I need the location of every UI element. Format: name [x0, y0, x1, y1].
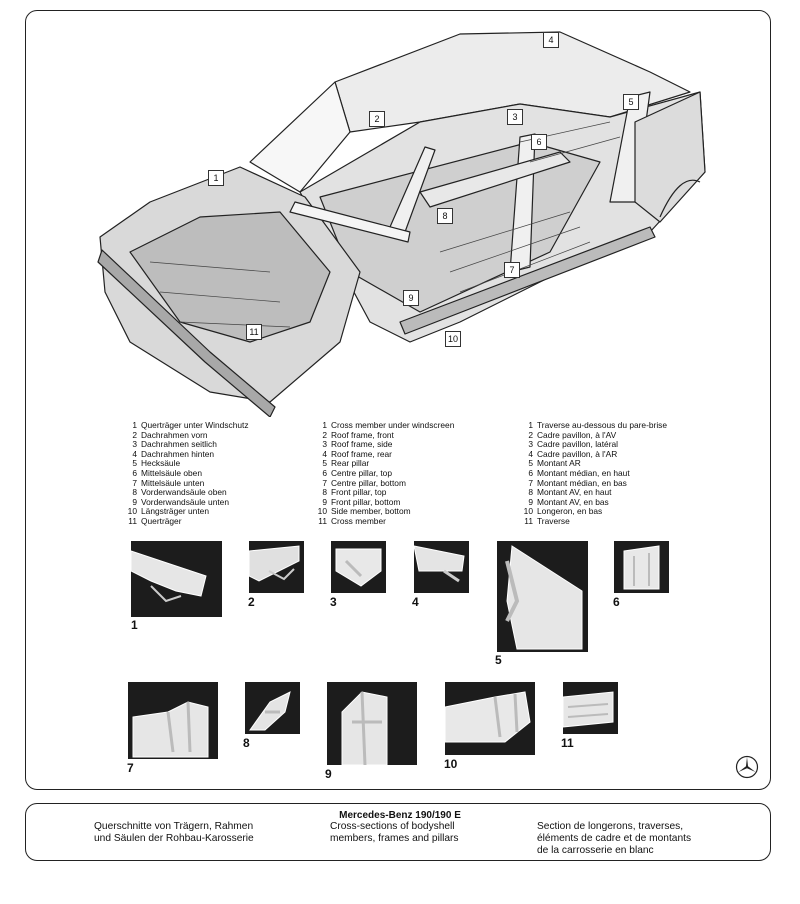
- rear-fender: [634, 91, 706, 223]
- callout-2: 2: [369, 111, 385, 127]
- cross-section-9: [327, 682, 417, 765]
- car-body-illustration: [97, 31, 706, 417]
- callout-3: 3: [507, 109, 523, 125]
- cross-section-6: [614, 541, 669, 593]
- callout-8: 8: [437, 208, 453, 224]
- cross-section-4: [414, 541, 469, 593]
- section-label-9: 9: [325, 767, 332, 781]
- callout-10: 10: [445, 331, 461, 347]
- callout-5: 5: [623, 94, 639, 110]
- cross-section-2: [249, 541, 304, 593]
- section-label-11: 11: [561, 736, 574, 750]
- callout-11: 11: [246, 324, 262, 340]
- floor-tunnel: [419, 151, 571, 208]
- dash-cross-member: [289, 201, 411, 243]
- section-label-3: 3: [330, 595, 337, 609]
- section-label-5: 5: [495, 653, 502, 667]
- section-label-7: 7: [127, 761, 134, 775]
- cross-section-11: [563, 682, 618, 734]
- windscreen-frame: [249, 81, 351, 193]
- callout-9: 9: [403, 290, 419, 306]
- section-label-6: 6: [613, 595, 620, 609]
- section-label-10: 10: [444, 757, 458, 771]
- side-sill: [399, 226, 656, 335]
- section-label-2: 2: [248, 595, 255, 609]
- callout-6: 6: [531, 134, 547, 150]
- footer-french: Section de longerons, traverses,éléments…: [537, 821, 692, 856]
- callout-4: 4: [543, 32, 559, 48]
- cross-section-7: [128, 682, 218, 759]
- callout-1: 1: [208, 170, 224, 186]
- main-frame: [25, 10, 771, 790]
- callout-7: 7: [504, 262, 520, 278]
- cross-section-3: [331, 541, 386, 593]
- mercedes-star-icon: [735, 755, 759, 779]
- cross-section-10: [445, 682, 535, 755]
- section-label-1: 1: [131, 618, 138, 632]
- footer-title: Mercedes-Benz 190/190 E: [339, 810, 461, 821]
- rear-wheel-arch: [659, 179, 701, 218]
- bumper-beam: [97, 249, 276, 417]
- section-label-8: 8: [243, 736, 250, 750]
- cross-section-5: [497, 541, 588, 652]
- roof-panel: [334, 31, 691, 133]
- footer-frame: [25, 803, 771, 861]
- section-label-4: 4: [412, 595, 419, 609]
- engine-bay: [129, 211, 331, 343]
- cross-section-1: [131, 541, 222, 617]
- cross-section-8: [245, 682, 300, 734]
